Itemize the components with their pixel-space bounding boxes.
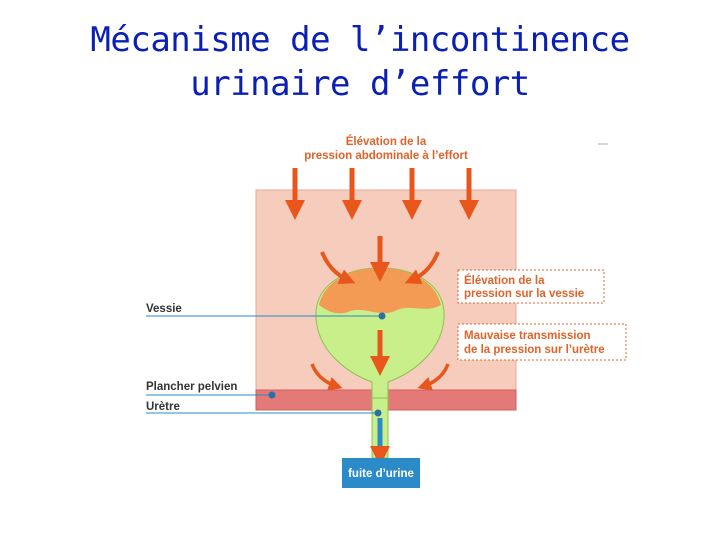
bladder-pressure-line-1: Élévation de la [464,274,545,287]
top-label-line-1: Élévation de la [346,135,427,148]
top-label-line-2: pression abdominale à l’effort [304,150,468,162]
poor-transmission-line-1: Mauvaise transmission [464,330,591,342]
vessie-label: Vessie [146,303,182,315]
bladder-pressure-line-2: pression sur la vessie [464,288,584,300]
leak-label: fuite d’urine [348,468,414,480]
plancher-label: Plancher pelvien [146,381,237,393]
poor-transmission-line-2: de la pression sur l’urètre [464,344,605,356]
uretre-label: Urètre [146,401,180,413]
